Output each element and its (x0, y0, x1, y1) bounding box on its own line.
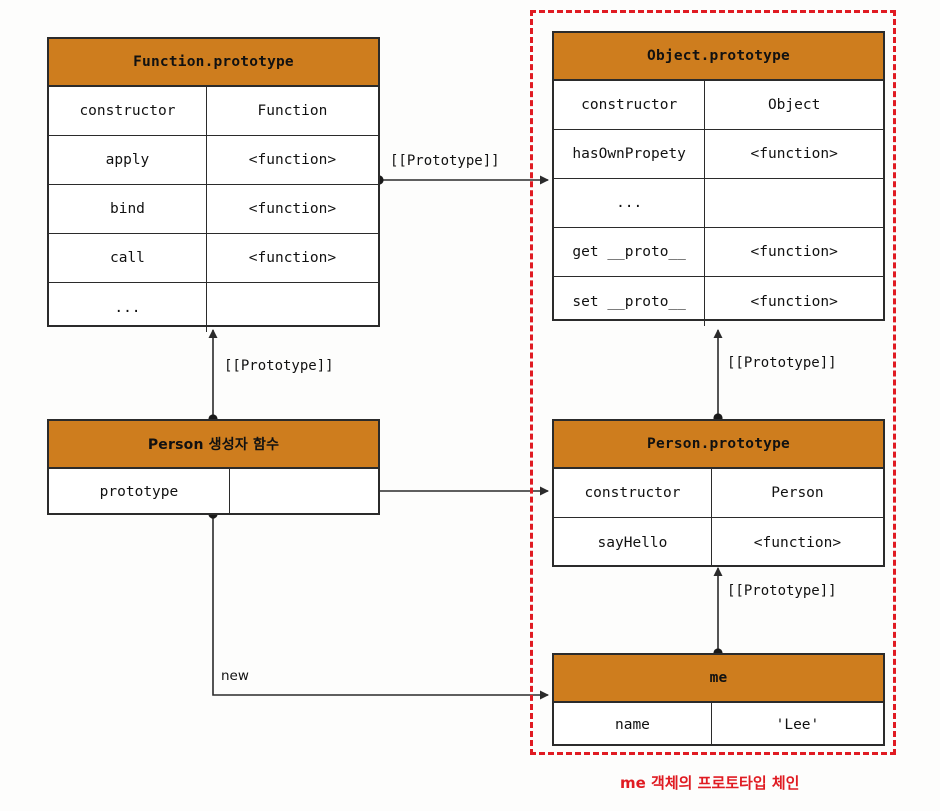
table-row[interactable]: name 'Lee' (554, 703, 883, 746)
row-key: sayHello (554, 518, 712, 567)
edge-new-person-to-me (208, 509, 549, 700)
table-row[interactable]: call <function> (49, 234, 378, 283)
row-value: <function> (750, 146, 838, 162)
row-value: <function> (248, 250, 337, 266)
row-value (207, 283, 378, 332)
table-row[interactable]: ... (554, 179, 883, 228)
edge-label-fnproto-to-objproto: [[Prototype]] (390, 153, 500, 169)
row-key: set __proto__ (554, 277, 706, 326)
row-key: constructor (554, 469, 712, 517)
table-row[interactable]: bind <function> (49, 185, 378, 234)
edge-label-person-to-fnproto: [[Prototype]] (224, 358, 334, 374)
box-title: Person 생성자 함수 (49, 421, 378, 469)
row-value: <function> (750, 244, 838, 260)
row-value: 'Lee' (775, 716, 820, 733)
table-row[interactable]: hasOwnPropety <function> (554, 130, 883, 179)
box-me-object[interactable]: me name 'Lee' (552, 653, 885, 746)
row-key: constructor (49, 87, 207, 135)
row-key: hasOwnPropety (554, 130, 706, 178)
table-row[interactable]: constructor Object (554, 81, 883, 130)
row-key: call (49, 234, 207, 282)
edge-label-me-to-personproto: [[Prototype]] (727, 583, 837, 599)
box-title: Function.prototype (49, 39, 378, 87)
row-value (230, 469, 378, 515)
table-row[interactable]: constructor Person (554, 469, 883, 518)
edge-label-new: new (221, 668, 249, 684)
edge-person-to-fnproto (208, 329, 218, 424)
table-row[interactable]: apply <function> (49, 136, 378, 185)
row-value: Object (767, 97, 821, 113)
box-title: me (554, 655, 883, 703)
box-title: Person.prototype (554, 421, 883, 469)
row-key: prototype (49, 469, 230, 515)
table-row[interactable]: sayHello <function> (554, 518, 883, 567)
row-key: name (554, 703, 712, 746)
row-key: get __proto__ (554, 228, 706, 276)
row-value: Person (771, 485, 824, 501)
row-key: ... (554, 179, 706, 227)
row-key: constructor (554, 81, 706, 129)
chain-caption: me 객체의 프로토타입 체인 (620, 774, 800, 792)
table-row[interactable]: constructor Function (49, 87, 378, 136)
row-key: ... (49, 283, 207, 332)
box-person-constructor[interactable]: Person 생성자 함수 prototype (47, 419, 380, 515)
row-value: <function> (753, 534, 842, 551)
row-value: <function> (248, 152, 337, 168)
row-value: Function (257, 103, 328, 119)
table-row[interactable]: ... (49, 283, 378, 332)
row-value (705, 179, 883, 227)
box-title: Object.prototype (554, 33, 883, 81)
row-key: bind (49, 185, 207, 233)
row-key: apply (49, 136, 207, 184)
edge-fnproto-to-objproto (374, 175, 549, 185)
box-person-prototype[interactable]: Person.prototype constructor Person sayH… (552, 419, 885, 567)
table-row[interactable]: get __proto__ <function> (554, 228, 883, 277)
prototype-chain-region (530, 10, 896, 755)
row-value: <function> (248, 201, 337, 217)
table-row[interactable]: prototype (49, 469, 378, 515)
edge-label-personproto-to-objproto: [[Prototype]] (727, 355, 837, 371)
box-object-prototype[interactable]: Object.prototype constructor Object hasO… (552, 31, 885, 326)
row-value: <function> (750, 293, 838, 310)
box-function-prototype[interactable]: Function.prototype constructor Function … (47, 37, 380, 332)
table-row[interactable]: set __proto__ <function> (554, 277, 883, 326)
